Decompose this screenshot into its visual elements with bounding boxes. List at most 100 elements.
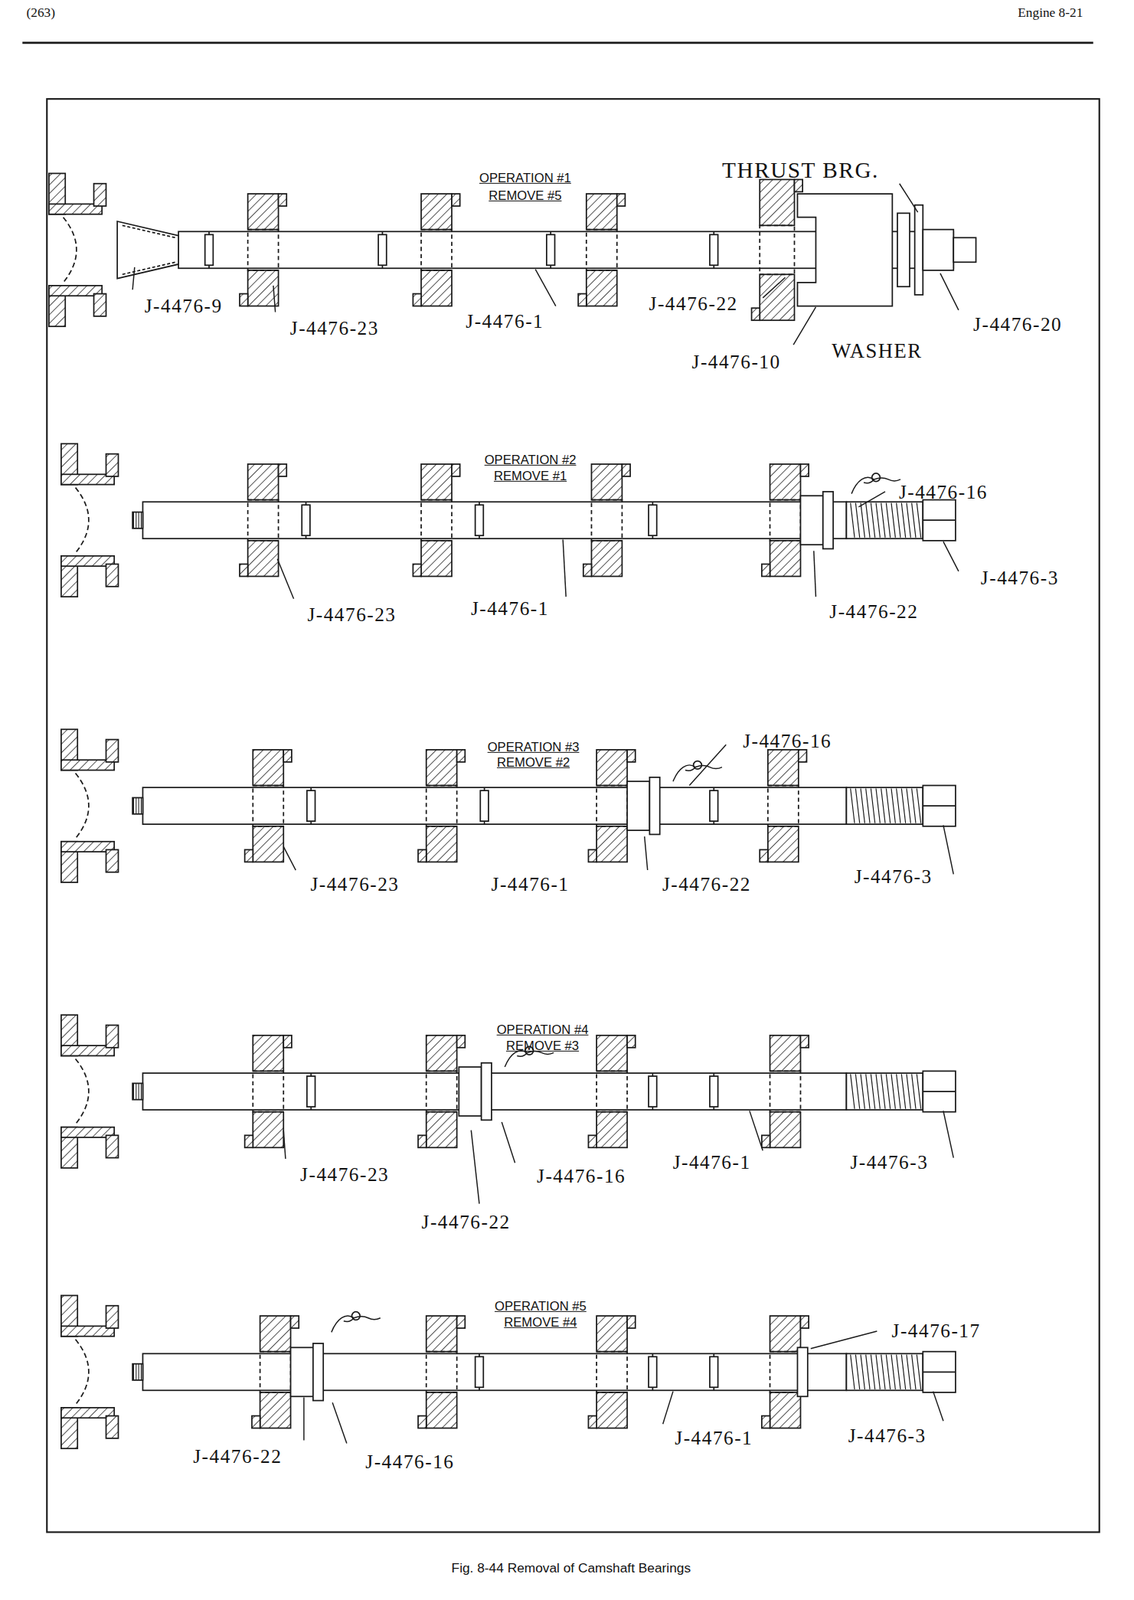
part-number: J-4476-23 — [300, 1163, 389, 1186]
hatched-section — [596, 749, 628, 786]
part-number: J-4476-9 — [144, 295, 223, 317]
threaded-rod — [846, 787, 923, 824]
hatched-section — [239, 564, 249, 577]
bearing-shell — [596, 785, 628, 827]
hatched-section — [421, 270, 452, 307]
hatched-section — [457, 749, 466, 762]
bearing-shell — [426, 1351, 458, 1393]
shaft-neck — [709, 1075, 719, 1107]
thread-line — [906, 503, 911, 538]
shaft-neck — [307, 790, 316, 821]
part-number: J-4476-16 — [742, 730, 832, 752]
thread-line — [866, 788, 870, 824]
hatched-section — [770, 540, 801, 577]
shaft-neck — [301, 504, 311, 536]
thread-line — [860, 1073, 865, 1108]
operation-title: OPERATION #4 — [496, 1022, 589, 1037]
figure-frame — [46, 98, 1099, 1532]
bearing-shell — [248, 229, 279, 271]
hatched-section — [451, 193, 461, 206]
operation-title: REMOVE #2 — [496, 755, 570, 770]
hatched-section — [106, 1134, 119, 1157]
hex-nut — [922, 1070, 956, 1112]
washer — [915, 205, 924, 295]
knurl — [133, 512, 134, 529]
pin-eye — [351, 1311, 360, 1321]
thread-line — [911, 1354, 916, 1389]
hatched-section — [278, 464, 288, 477]
operation-title: REMOVE #3 — [506, 1039, 579, 1053]
hatched-section — [767, 826, 799, 863]
hatched-section — [278, 193, 288, 206]
knurl — [138, 797, 140, 814]
hex-nut — [922, 785, 956, 827]
hatched-section — [421, 193, 452, 230]
hatched-section — [578, 294, 587, 307]
leader-line — [332, 1401, 347, 1443]
operation-title: REMOVE #5 — [488, 189, 562, 203]
part-number: J-4476-22 — [662, 873, 752, 896]
hatched-section — [421, 540, 452, 577]
plug-outline — [75, 1058, 89, 1124]
thread-line — [866, 1354, 870, 1389]
hex-nut — [922, 500, 956, 541]
thread-line — [881, 1073, 886, 1108]
hatched-section — [252, 826, 284, 863]
bearing-shell — [596, 1351, 628, 1393]
thread-line — [901, 788, 906, 824]
part-number: J-4476-3 — [980, 567, 1059, 589]
hatched-section — [800, 464, 809, 477]
leader-line — [940, 273, 959, 311]
hatched-section — [770, 1035, 801, 1072]
hatched-section — [418, 849, 427, 862]
bearing-shell — [759, 225, 795, 275]
adapter-collar — [481, 1062, 492, 1121]
hatched-section — [412, 564, 422, 577]
threaded-rod — [846, 1072, 923, 1110]
leader-line — [283, 1130, 286, 1159]
knurl — [133, 1363, 134, 1380]
hex-nut — [922, 229, 954, 271]
thread-line — [855, 503, 860, 538]
hatched-section — [770, 1392, 801, 1429]
thread-line — [881, 503, 886, 538]
hatched-section — [588, 1415, 597, 1429]
hatched-section — [252, 1111, 284, 1148]
hex-flat — [922, 1090, 956, 1092]
hatched-section — [596, 826, 628, 863]
thread-line — [916, 1354, 921, 1389]
thread-line — [901, 1073, 906, 1108]
part-number: J-4476-23 — [310, 873, 399, 896]
hatched-section — [245, 849, 254, 862]
part-number: J-4476-1 — [673, 1151, 752, 1174]
hatched-section — [283, 1035, 292, 1048]
leader-line — [858, 491, 886, 507]
hatched-section — [106, 564, 119, 587]
thread-line — [891, 1354, 896, 1389]
hatched-section — [596, 1111, 628, 1148]
knurl — [138, 1363, 140, 1380]
thread-line — [855, 788, 860, 824]
thread-line — [906, 1073, 911, 1108]
thread-line — [906, 1354, 911, 1389]
hatched-section — [617, 193, 626, 206]
part-number: J-4476-3 — [849, 1151, 929, 1174]
hatched-section — [248, 540, 279, 577]
hatched-section — [588, 1134, 597, 1148]
driver-shaft — [142, 1352, 847, 1390]
hatched-section — [800, 1035, 809, 1048]
hatched-section — [591, 540, 622, 577]
thread-line — [850, 1073, 855, 1108]
hatched-section — [627, 749, 636, 762]
hatched-section — [761, 564, 771, 577]
operation-title: OPERATION #2 — [484, 453, 577, 468]
remover-adapter — [800, 495, 823, 545]
part-number: J-4476-17 — [892, 1320, 981, 1342]
knurl — [133, 1082, 134, 1099]
part-number: J-4476-10 — [692, 351, 782, 373]
leader-line — [470, 1130, 480, 1204]
thread-line — [885, 1073, 890, 1108]
thread-line — [911, 503, 916, 538]
pin-eye — [693, 761, 703, 770]
hatched-section — [583, 564, 592, 577]
